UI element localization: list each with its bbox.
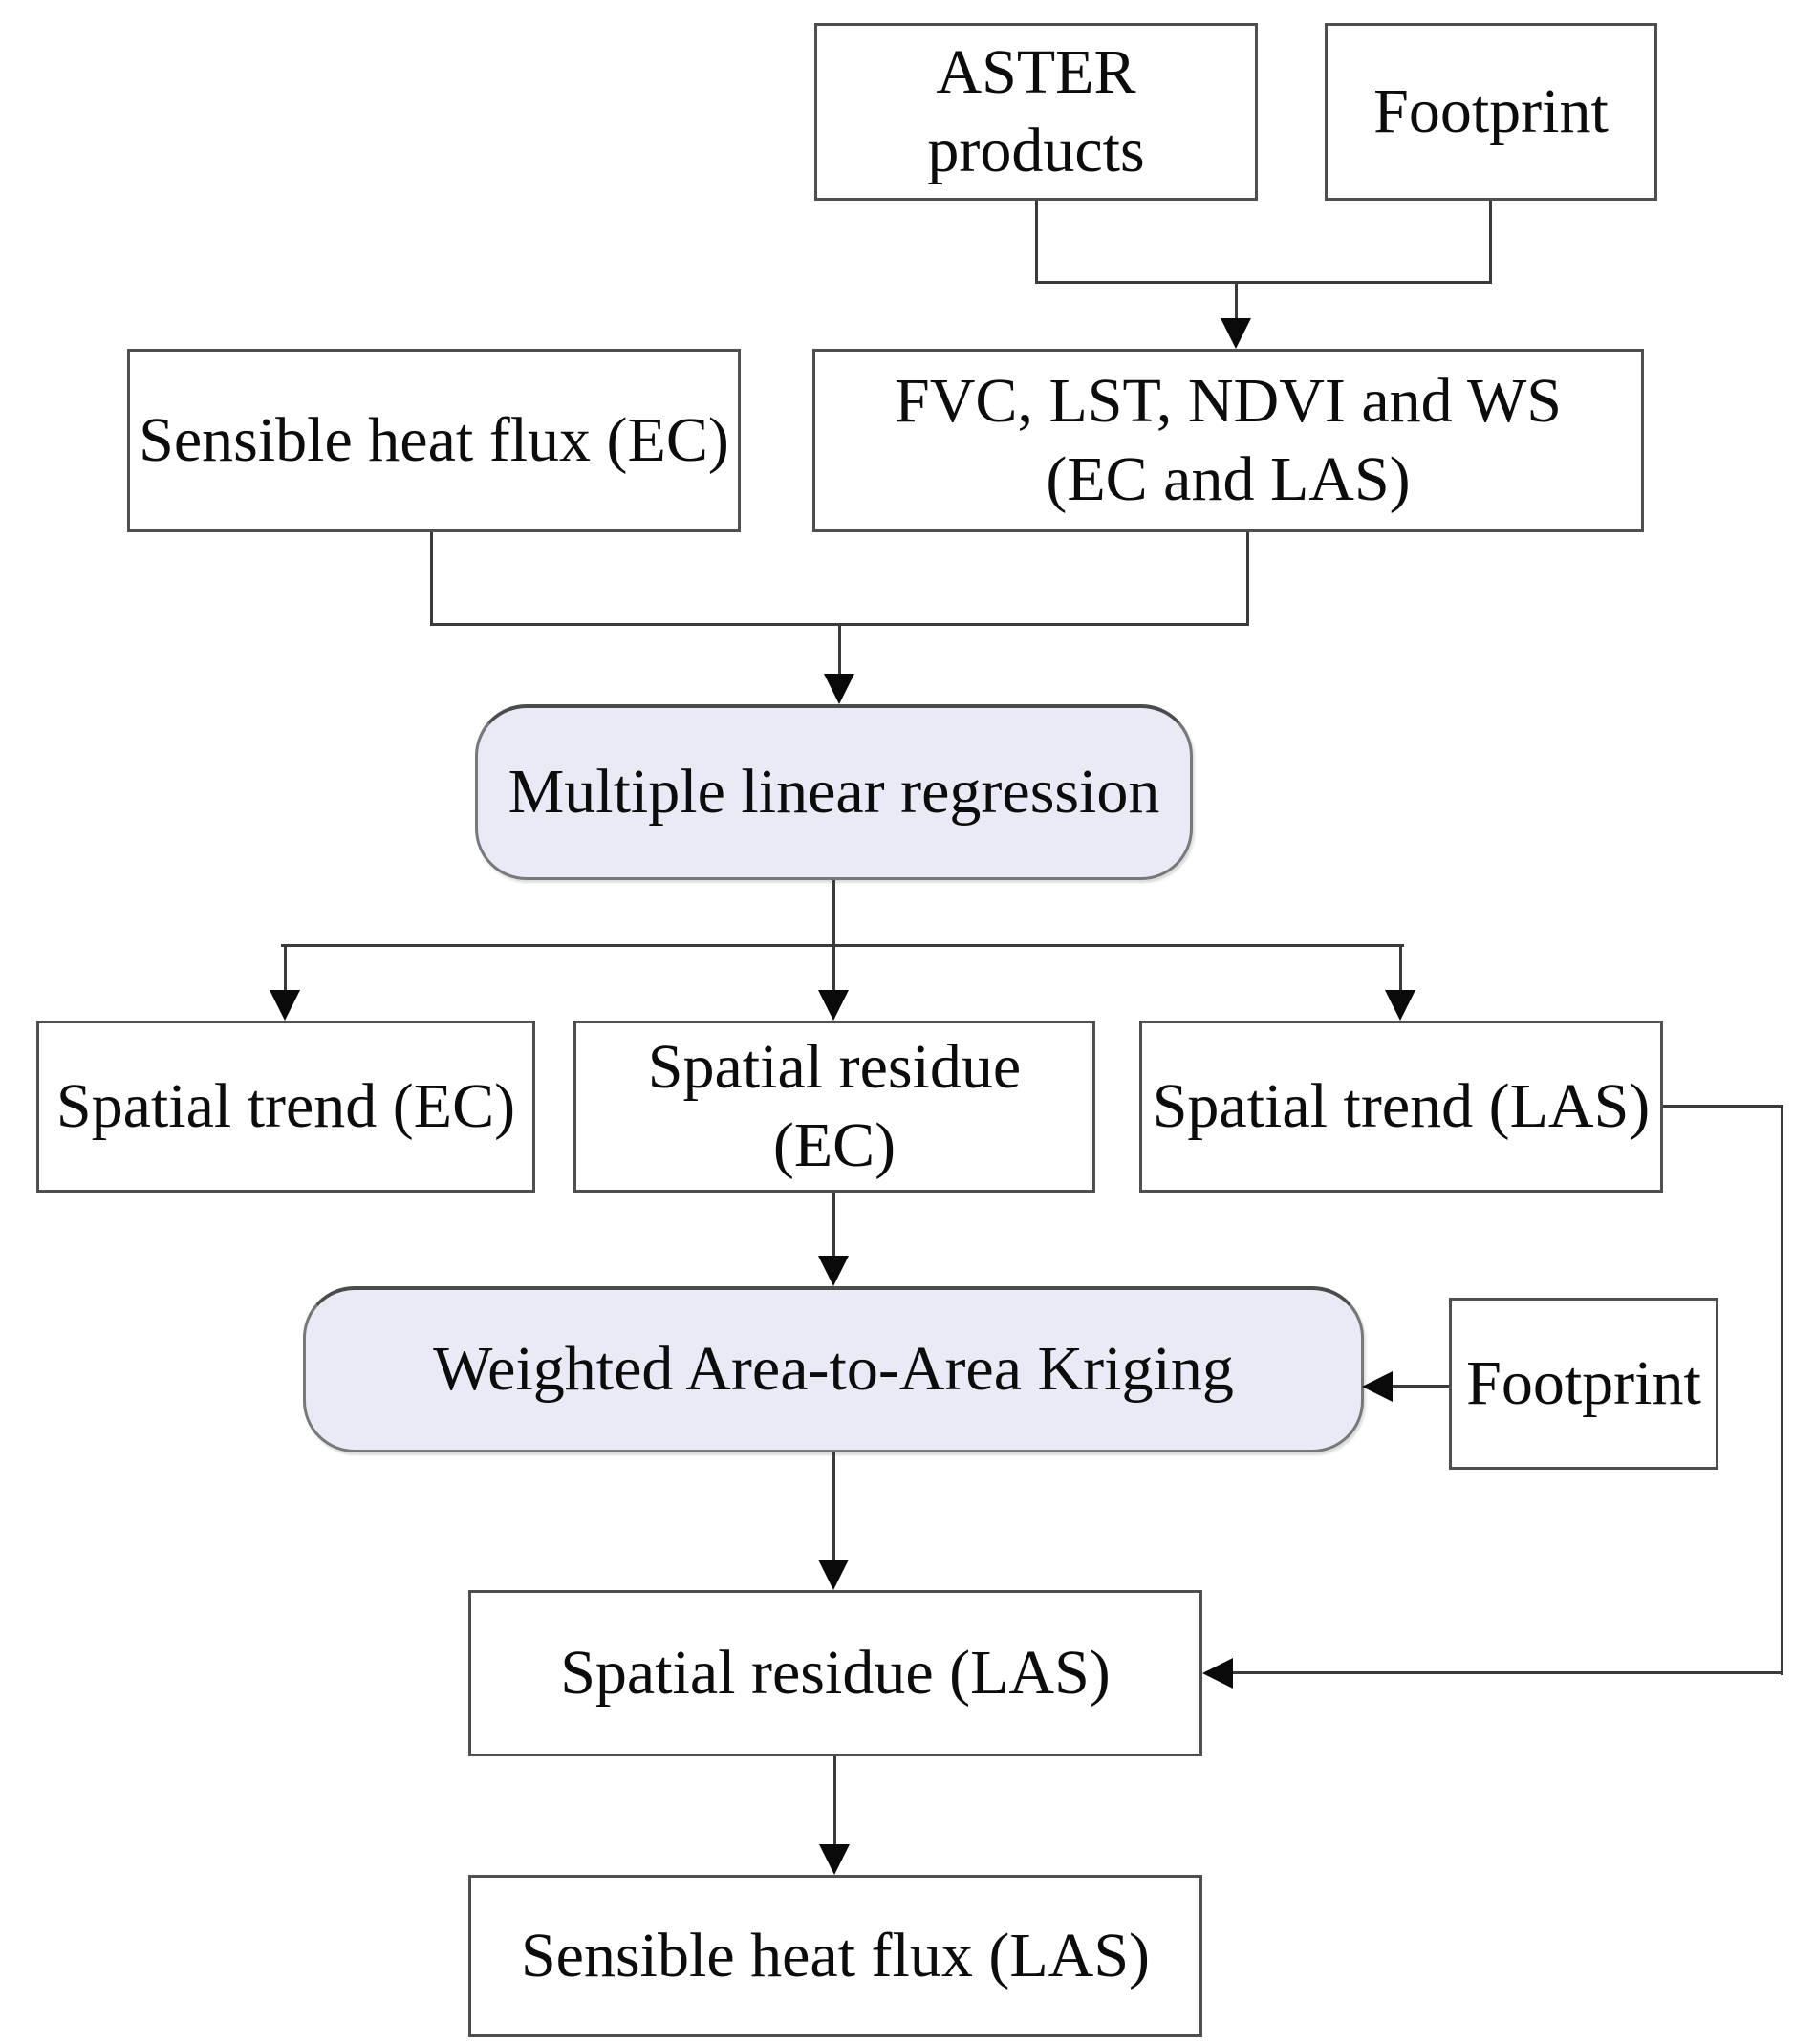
- edge-footprint-right-to-kriging-line: [1391, 1385, 1449, 1388]
- edge-shf-ec-down-line: [430, 532, 433, 626]
- edge-branch-to-trend-las-stem: [1399, 944, 1402, 990]
- node-spatial-trend-las-label: Spatial trend (LAS): [1152, 1070, 1651, 1141]
- edge-branch-to-trend-ec-stem: [284, 944, 287, 990]
- node-footprint-top-label: Footprint: [1373, 75, 1609, 146]
- node-multiple-linear-regression: Multiple linear regression: [475, 704, 1193, 880]
- arrow-down-icon: [1221, 318, 1251, 349]
- node-fvc-lst-ndvi-ws: FVC, LST, NDVI and WS (EC and LAS): [812, 349, 1644, 532]
- node-footprint-top: Footprint: [1325, 23, 1657, 201]
- node-aster-products-label: ASTER products: [927, 36, 1145, 186]
- node-spatial-residue-las: Spatial residue (LAS): [468, 1590, 1202, 1756]
- node-spatial-residue-las-label: Spatial residue (LAS): [560, 1637, 1111, 1708]
- arrow-down-icon: [818, 1560, 849, 1590]
- arrow-down-icon: [818, 1256, 849, 1286]
- arrow-down-icon: [824, 674, 854, 704]
- node-spatial-residue-ec-label: Spatial residue (EC): [647, 1031, 1022, 1181]
- edge-footprint-top-down-line: [1489, 201, 1492, 283]
- arrow-down-icon: [819, 1844, 850, 1875]
- node-weighted-kriging-label: Weighted Area-to-Area Kriging: [433, 1334, 1234, 1405]
- edge-kriging-to-residue-las-stem: [832, 1452, 835, 1560]
- node-spatial-residue-ec: Spatial residue (EC): [573, 1021, 1095, 1193]
- edge-residue-ec-to-kriging-stem: [832, 1193, 835, 1256]
- node-sensible-heat-flux-ec-label: Sensible heat flux (EC): [139, 404, 729, 475]
- edge-top-merge-line: [1035, 281, 1492, 284]
- node-sensible-heat-flux-las-label: Sensible heat flux (LAS): [520, 1920, 1151, 1990]
- node-sensible-heat-flux-ec: Sensible heat flux (EC): [127, 349, 741, 532]
- node-aster-products: ASTER products: [814, 23, 1258, 201]
- edge-aster-down-line: [1035, 201, 1038, 283]
- arrow-left-icon: [1362, 1371, 1393, 1402]
- edge-route-to-residue-las-line: [1231, 1671, 1783, 1674]
- node-multiple-linear-regression-label: Multiple linear regression: [508, 757, 1160, 828]
- arrow-down-icon: [818, 990, 849, 1021]
- node-spatial-trend-ec-label: Spatial trend (EC): [55, 1070, 516, 1141]
- edge-fvc-down-line: [1246, 532, 1249, 626]
- edge-branch-line: [281, 944, 1404, 947]
- node-spatial-trend-las: Spatial trend (LAS): [1139, 1021, 1663, 1193]
- arrow-left-icon: [1202, 1658, 1233, 1689]
- arrow-down-icon: [270, 990, 300, 1021]
- node-sensible-heat-flux-las: Sensible heat flux (LAS): [468, 1875, 1202, 2037]
- edge-right-route-line: [1781, 1105, 1783, 1675]
- node-fvc-lst-ndvi-ws-label-line2: (EC and LAS): [1046, 444, 1411, 514]
- node-footprint-right-label: Footprint: [1466, 1347, 1701, 1418]
- edge-trend-las-out-line: [1663, 1105, 1783, 1108]
- arrow-down-icon: [1385, 990, 1415, 1021]
- node-footprint-right: Footprint: [1449, 1298, 1718, 1470]
- edge-residue-las-down-stem: [833, 1756, 836, 1844]
- node-fvc-lst-ndvi-ws-label-line1: FVC, LST, NDVI and WS: [895, 365, 1562, 436]
- node-fvc-lst-ndvi-ws-label: FVC, LST, NDVI and WS (EC and LAS): [895, 362, 1562, 520]
- node-spatial-trend-ec: Spatial trend (EC): [36, 1021, 535, 1193]
- edge-merge-to-mlr-stem: [838, 623, 841, 674]
- edge-mlr-down-line: [832, 880, 835, 990]
- node-weighted-kriging: Weighted Area-to-Area Kriging: [303, 1286, 1364, 1452]
- edge-merge-to-fvc-stem: [1235, 281, 1238, 318]
